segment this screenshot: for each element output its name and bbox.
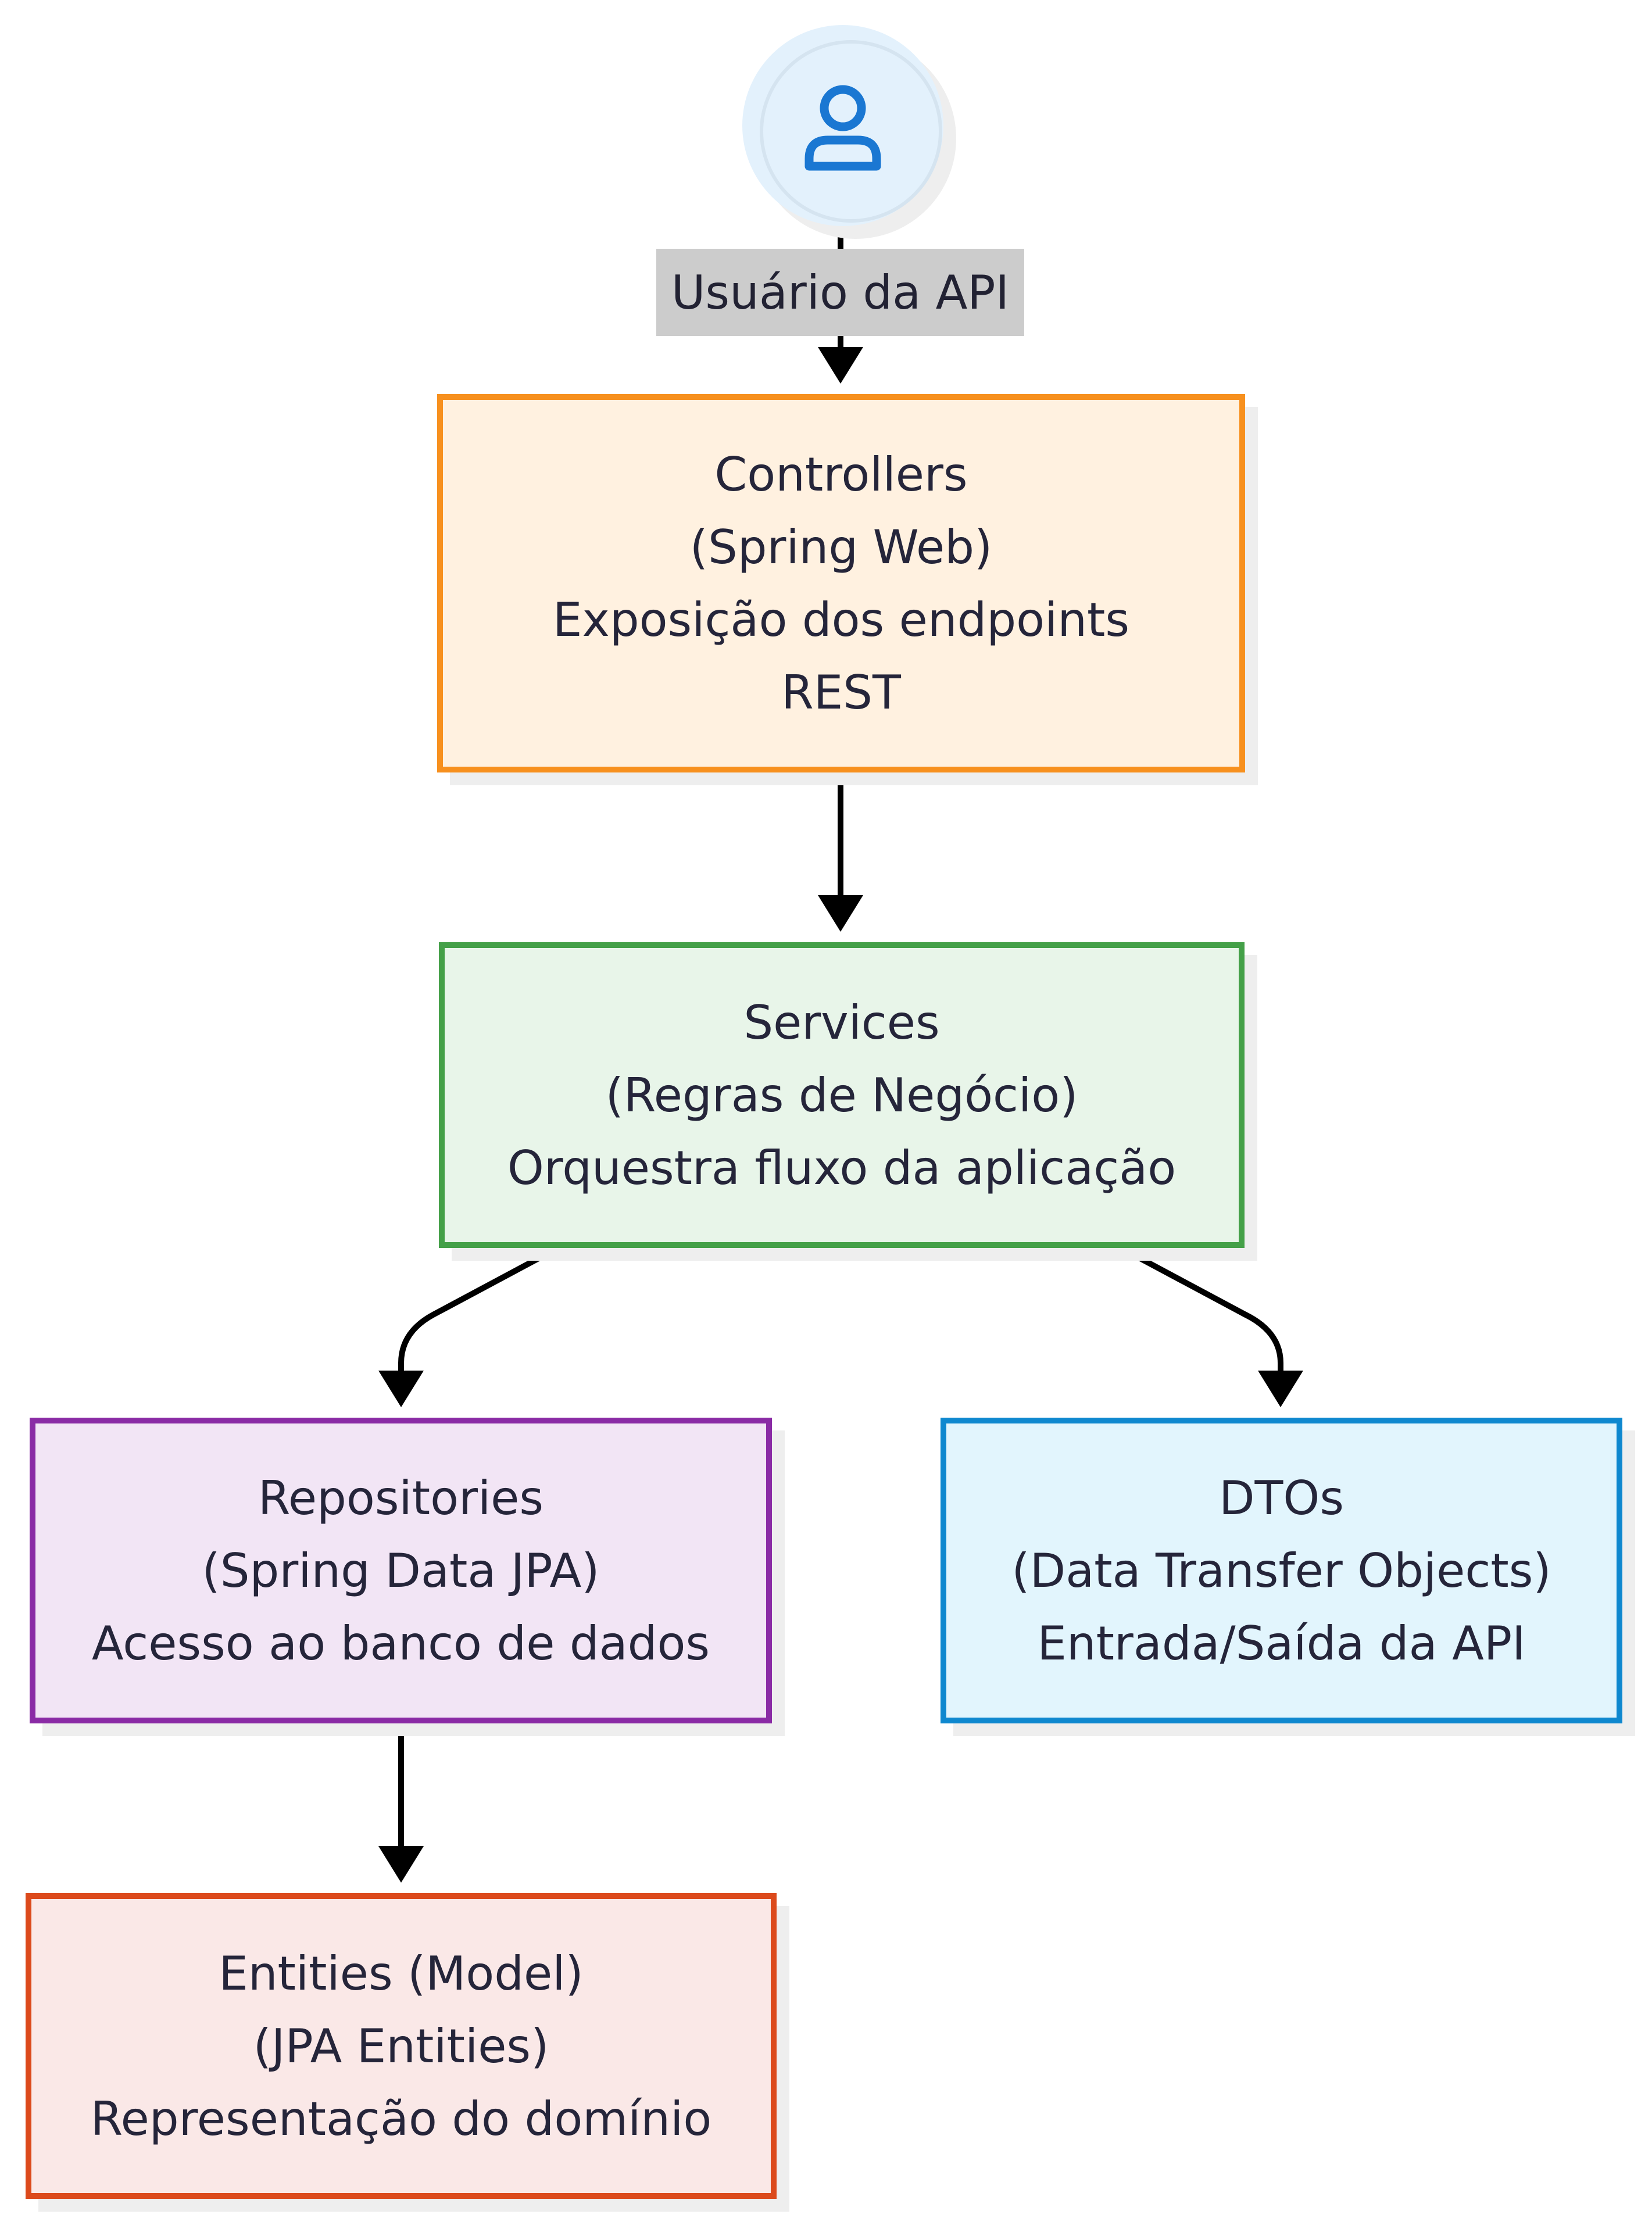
controllers-description-cont: REST [781, 665, 901, 720]
dtos-description: Entrada/Saída da API [1037, 1616, 1526, 1671]
actor-label: Usuário da API [656, 249, 1024, 336]
arrowhead-dtos [1258, 1371, 1303, 1407]
edge-services-dtos [1119, 1245, 1283, 1375]
controllers-description: Exposição dos endpoints [552, 592, 1130, 647]
repositories-node[interactable]: Repositories (Spring Data JPA) Acesso ao… [30, 1418, 772, 1723]
services-description: Orquestra fluxo da aplicação [507, 1140, 1177, 1195]
controllers-title: Controllers [714, 447, 968, 502]
controllers-node[interactable]: Controllers (Spring Web) Exposição dos e… [437, 394, 1245, 772]
repositories-title: Repositories [258, 1471, 544, 1525]
user-icon [804, 85, 881, 171]
arrowhead-services [818, 895, 863, 932]
services-node[interactable]: Services (Regras de Negócio) Orquestra f… [439, 942, 1245, 1248]
services-title: Services [743, 995, 940, 1050]
entities-description: Representação do domínio [90, 2091, 712, 2146]
dtos-title: DTOs [1218, 1471, 1345, 1525]
repositories-description: Acesso ao banco de dados [91, 1616, 710, 1671]
arrowhead-entities [378, 1846, 424, 1883]
controllers-subtitle: (Spring Web) [689, 520, 993, 574]
entities-title: Entities (Model) [219, 1946, 584, 2001]
dtos-subtitle: (Data Transfer Objects) [1011, 1543, 1551, 1598]
dtos-node[interactable]: DTOs (Data Transfer Objects) Entrada/Saí… [941, 1418, 1622, 1723]
arrowhead-controllers [818, 347, 863, 384]
arrowhead-repositories [378, 1371, 424, 1407]
entities-subtitle: (JPA Entities) [253, 2019, 549, 2073]
repositories-subtitle: (Spring Data JPA) [202, 1543, 600, 1598]
entities-node[interactable]: Entities (Model) (JPA Entities) Represen… [26, 1893, 777, 2199]
services-subtitle: (Regras de Negócio) [605, 1068, 1078, 1122]
edge-services-repositories [398, 1245, 560, 1375]
